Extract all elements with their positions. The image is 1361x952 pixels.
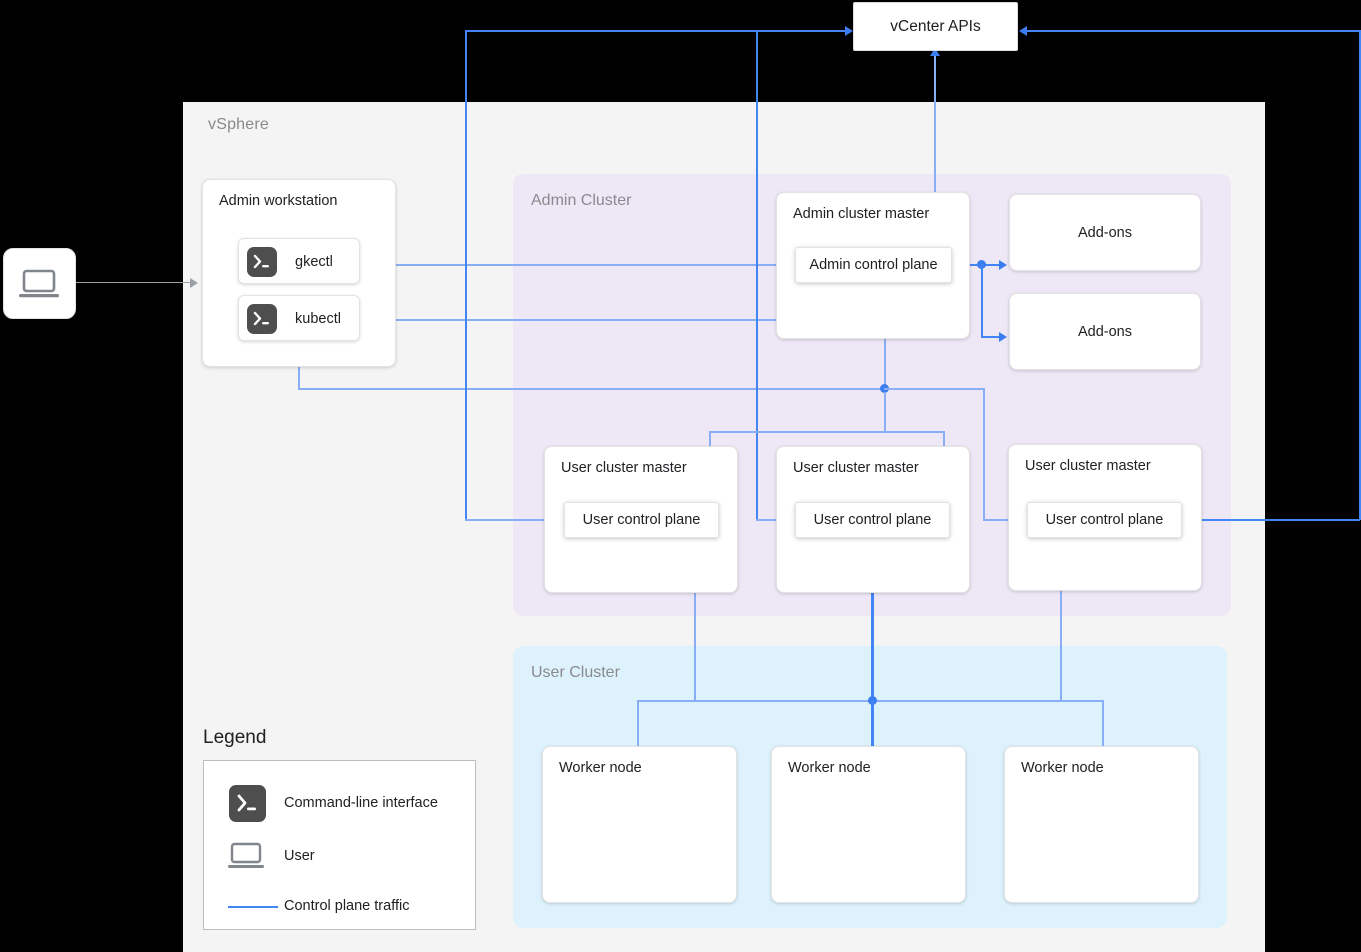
admin-control-plane-node[interactable]: Admin control plane bbox=[795, 247, 952, 283]
arrowhead-user-to-admin-workstation bbox=[190, 278, 198, 288]
worker-node-title-1: Worker node bbox=[559, 760, 642, 776]
addons-label-2: Add-ons bbox=[1077, 323, 1132, 340]
worker-node-title-2: Worker node bbox=[788, 760, 871, 776]
legend-item-user: User bbox=[204, 839, 475, 875]
user-control-plane-label-1: User control plane bbox=[582, 512, 701, 528]
connector-right-edge-to-vcenter bbox=[1025, 30, 1360, 32]
user-node[interactable] bbox=[3, 248, 76, 319]
connector-trunk-left-to-vcenter bbox=[465, 30, 850, 32]
connector-kubectl-bus-horizontal bbox=[298, 388, 886, 390]
addons-node-2[interactable]: Add-ons bbox=[1009, 293, 1201, 370]
user-control-plane-node-1[interactable]: User control plane bbox=[564, 502, 719, 538]
user-cluster-master-title-1: User cluster master bbox=[561, 460, 687, 476]
user-cluster-master-title-3: User cluster master bbox=[1025, 458, 1151, 474]
user-control-plane-label-2: User control plane bbox=[813, 512, 932, 528]
legend-item-control-plane-traffic: Control plane traffic bbox=[204, 897, 475, 917]
arrowhead-trunk-left-to-vcenter bbox=[845, 26, 853, 36]
connector-ucp3-to-right-edge bbox=[1182, 519, 1360, 521]
terminal-icon bbox=[229, 785, 266, 822]
connector-trunk-mid-vertical bbox=[756, 31, 758, 519]
connector-addons-vertical bbox=[981, 264, 983, 337]
connector-ucp-split-bus bbox=[709, 431, 944, 433]
user-control-plane-node-3[interactable]: User control plane bbox=[1027, 502, 1182, 538]
terminal-glyph-icon bbox=[253, 254, 269, 269]
admin-cluster-master-title: Admin cluster master bbox=[793, 206, 930, 222]
cli-kubectl-node[interactable]: kubectl bbox=[238, 295, 360, 341]
legend-box: Command-line interface User Control plan… bbox=[203, 760, 476, 930]
admin-workstation-title: Admin workstation bbox=[219, 193, 338, 209]
connector-junction-to-ucm3-horizontal bbox=[884, 388, 984, 390]
connector-trunk-left-to-user-control-plane-1 bbox=[465, 519, 565, 521]
worker-node-title-3: Worker node bbox=[1021, 760, 1104, 776]
addons-label-1: Add-ons bbox=[1077, 224, 1132, 241]
worker-node-1[interactable]: Worker node bbox=[542, 746, 737, 903]
connector-to-user-control-plane-3 bbox=[983, 519, 1019, 521]
cli-kubectl-label: kubectl bbox=[295, 311, 341, 327]
connector-kubectl-horizontal bbox=[358, 319, 875, 321]
legend-label-user: User bbox=[284, 848, 315, 864]
connector-junction-down bbox=[884, 392, 886, 432]
connector-right-edge-vertical bbox=[1359, 30, 1361, 520]
user-cluster-label: User Cluster bbox=[531, 664, 620, 681]
user-control-plane-label-3: User control plane bbox=[1045, 512, 1164, 528]
cli-gkectl-label: gkectl bbox=[295, 254, 333, 270]
cli-gkectl-node[interactable]: gkectl bbox=[238, 238, 360, 284]
connector-ucp2-to-worker-bus bbox=[871, 538, 874, 701]
connector-trunk-left-vertical bbox=[465, 31, 467, 519]
legend-item-cli: Command-line interface bbox=[204, 779, 475, 827]
connector-ucp3-to-worker-bus bbox=[1060, 538, 1062, 701]
arrowhead-to-addons-2 bbox=[999, 332, 1007, 342]
user-control-plane-node-2[interactable]: User control plane bbox=[795, 502, 950, 538]
worker-node-3[interactable]: Worker node bbox=[1004, 746, 1199, 903]
connector-to-worker-2 bbox=[871, 700, 874, 748]
admin-cluster-label: Admin Cluster bbox=[531, 192, 632, 209]
connector-gkectl-to-admin-control-plane bbox=[358, 264, 795, 266]
laptop-icon bbox=[19, 269, 59, 298]
arrowhead-right-edge-to-vcenter bbox=[1019, 26, 1027, 36]
laptop-icon bbox=[228, 842, 264, 868]
connector-ucp1-to-worker-bus bbox=[694, 538, 696, 701]
line-swatch-icon bbox=[228, 906, 278, 908]
connector-addons-2-horizontal bbox=[981, 336, 1001, 338]
legend-label-control-plane-traffic: Control plane traffic bbox=[284, 898, 410, 914]
connector-junction-to-ucm3-vertical bbox=[983, 388, 985, 520]
arrowhead-admin-control-plane-to-vcenter bbox=[930, 48, 940, 56]
terminal-icon bbox=[247, 247, 277, 277]
legend-title: Legend bbox=[203, 727, 267, 748]
connector-admin-control-plane-to-vcenter bbox=[934, 55, 936, 267]
addons-node-1[interactable]: Add-ons bbox=[1009, 194, 1201, 271]
admin-control-plane-label: Admin control plane bbox=[809, 257, 938, 273]
terminal-glyph-icon bbox=[237, 794, 256, 812]
terminal-glyph-icon bbox=[253, 311, 269, 326]
worker-node-2[interactable]: Worker node bbox=[771, 746, 966, 903]
terminal-icon bbox=[247, 304, 277, 334]
user-cluster-master-title-2: User cluster master bbox=[793, 460, 919, 476]
vcenter-apis-label: vCenter APIs bbox=[890, 17, 981, 35]
connector-to-worker-1 bbox=[637, 700, 639, 748]
vcenter-apis-node[interactable]: vCenter APIs bbox=[853, 2, 1018, 51]
arrowhead-to-addons-1 bbox=[999, 260, 1007, 270]
connector-user-to-admin-workstation bbox=[76, 282, 194, 283]
connector-to-worker-3 bbox=[1102, 700, 1104, 748]
vsphere-label: vSphere bbox=[208, 116, 269, 133]
legend-label-cli: Command-line interface bbox=[284, 795, 438, 811]
